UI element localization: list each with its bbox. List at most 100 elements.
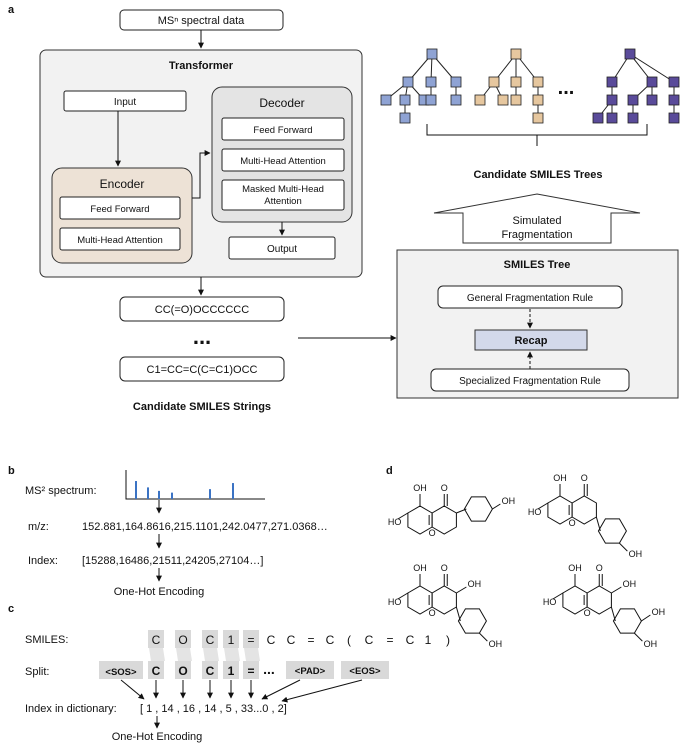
decoder-masked-line2: Attention — [264, 196, 302, 207]
spectrum-label: MS² spectrum: — [25, 485, 97, 497]
atom-label: OH — [502, 496, 516, 506]
atom-label: O — [441, 483, 448, 493]
tree2-node — [474, 94, 486, 106]
split-token: C — [152, 664, 161, 678]
simulated-line1: Simulated — [513, 215, 562, 227]
smiles-token-highlight — [243, 630, 259, 648]
smiles-string-2: C1=CC=C(C=C1)OCC — [147, 364, 258, 376]
ring-c — [586, 585, 612, 615]
token-mapping-band — [176, 648, 192, 661]
atom-label: O — [441, 563, 448, 573]
pad-token: <PAD> — [295, 666, 326, 677]
atom-label: OH — [623, 579, 637, 589]
eos-token: <EOS> — [349, 666, 381, 677]
tree3-node — [627, 94, 639, 106]
smiles-token: = — [386, 633, 393, 647]
msn-input-text: MSⁿ spectral data — [158, 15, 245, 27]
atom-label: HO — [388, 517, 402, 527]
spectrum-axes — [125, 470, 265, 500]
c-index-values: [ 1 , 14 , 16 , 14 , 5 , 33...0 , 2] — [140, 703, 287, 715]
atom-label: O — [569, 518, 576, 528]
tree3-node — [606, 94, 618, 106]
tree3-node — [668, 76, 680, 88]
tree3-node — [668, 94, 680, 106]
smiles-token-highlight — [202, 630, 218, 648]
ring-c — [571, 495, 597, 525]
tree3-node — [592, 112, 604, 124]
tree1-node — [426, 48, 438, 60]
split-token: <SOS> — [105, 667, 137, 678]
split-token-box — [202, 661, 218, 679]
encoder-title: Encoder — [100, 177, 145, 191]
atom-label: O — [581, 473, 588, 483]
atom-label: O — [429, 608, 436, 618]
arrow-pad — [261, 679, 301, 700]
smiles-token: C — [152, 633, 161, 647]
eos-token-box — [341, 661, 389, 679]
smiles-token: O — [178, 633, 187, 647]
split-token-box — [99, 661, 143, 679]
smiles-token: ) — [446, 633, 450, 647]
split-token: = — [247, 664, 254, 678]
output-box — [228, 236, 336, 260]
decoder-attention-text: Multi-Head Attention — [240, 156, 326, 167]
tree3-node — [624, 48, 636, 60]
smiles-token: C — [326, 633, 335, 647]
atom-label: OH — [629, 549, 643, 559]
ring-b — [463, 496, 493, 522]
atom-label: OH — [568, 563, 582, 573]
atom-label: O — [584, 608, 591, 618]
tree2-node — [510, 94, 522, 106]
smiles-token: C — [287, 633, 296, 647]
trees-bracket — [426, 124, 648, 136]
atom-label: OH — [652, 607, 666, 617]
smiles-token: 1 — [425, 633, 432, 647]
panel-label-a: a — [8, 4, 15, 16]
tree1-node — [425, 94, 437, 106]
tree1-node — [399, 112, 411, 124]
ring-b — [612, 608, 642, 634]
atom-label: OH — [553, 473, 567, 483]
bond — [537, 502, 549, 510]
atom-label: OH — [468, 579, 482, 589]
candidate-trees-label: Candidate SMILES Trees — [474, 169, 603, 181]
split-token-box — [223, 661, 239, 679]
bond — [492, 503, 501, 510]
atom-label: HO — [543, 597, 557, 607]
bond — [552, 592, 564, 600]
c-index-label: Index in dictionary: — [25, 703, 117, 715]
split-ellipsis: ... — [263, 661, 275, 677]
b-encoding: One-Hot Encoding — [114, 586, 205, 598]
tree3-node — [668, 112, 680, 124]
token-mapping-band — [224, 648, 240, 661]
ring-b — [597, 518, 627, 544]
transformer-title: Transformer — [169, 60, 234, 72]
panel-label-c: c — [8, 603, 14, 615]
smiles-token-highlight — [175, 630, 191, 648]
c-encoding: One-Hot Encoding — [112, 731, 203, 743]
encoder-attention-text: Multi-Head Attention — [77, 235, 163, 246]
bond — [456, 586, 467, 594]
spectrum-peaks — [135, 481, 234, 499]
token-mapping-band — [244, 648, 260, 661]
atom-label: HO — [528, 507, 542, 517]
tree1-node — [402, 76, 414, 88]
tree1-node — [425, 76, 437, 88]
recap-text: Recap — [514, 335, 547, 347]
atom-label: OH — [413, 483, 427, 493]
smiles-token: = — [307, 633, 314, 647]
tree3-node — [646, 94, 658, 106]
ring-c — [431, 505, 457, 535]
input-box-text: Input — [114, 97, 136, 108]
arrow-sos — [120, 679, 145, 700]
tree2-node — [510, 48, 522, 60]
atom-label: O — [596, 563, 603, 573]
tree3-node — [606, 112, 618, 124]
smiles-string-1: CC(=O)OCCCCCC — [155, 304, 249, 316]
smiles-token: C — [365, 633, 374, 647]
bond — [634, 632, 643, 642]
decoder-masked-attention-box — [221, 179, 345, 211]
